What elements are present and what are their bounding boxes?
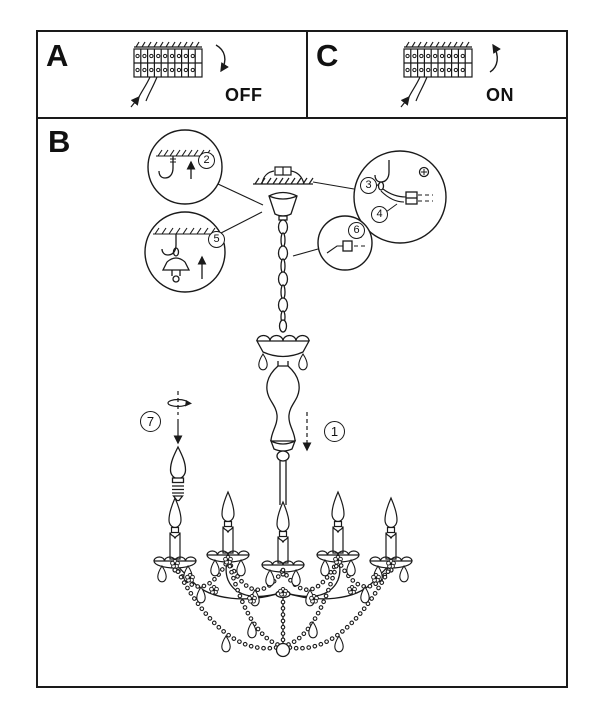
rotate-insert-arrows-7 <box>167 391 192 445</box>
power-state-on: ON <box>486 85 514 105</box>
chandelier-crown <box>255 319 311 371</box>
glass-column <box>266 361 300 505</box>
panel-a-label: A <box>46 38 69 73</box>
canopy <box>268 191 298 221</box>
callout-hang-chandelier <box>144 211 263 293</box>
step-badge-2: 2 <box>198 152 215 169</box>
ceiling-junction <box>253 166 314 185</box>
turn-off-arrow-icon <box>215 44 229 73</box>
candle-arm <box>206 491 250 567</box>
step-badge-4: 4 <box>371 206 388 223</box>
panel-c-label: C <box>316 38 339 73</box>
chandelier-arms <box>174 557 392 646</box>
bulb-illustration <box>169 445 187 502</box>
hanging-chain <box>277 219 289 324</box>
step-badge-6: 6 <box>348 222 365 239</box>
bead-swags <box>172 557 394 651</box>
ground-symbol <box>418 166 430 178</box>
breaker-illustration-c <box>401 42 472 107</box>
finial-ball <box>275 642 291 658</box>
candle-arm <box>316 491 360 567</box>
step-badge-1: 1 <box>324 421 345 442</box>
step-badge-7: 7 <box>140 411 161 432</box>
power-state-off: OFF <box>225 85 263 105</box>
panel-divider-horizontal <box>38 117 566 119</box>
candle-arm <box>261 501 305 577</box>
turn-on-arrow-icon <box>489 43 501 73</box>
step-badge-3: 3 <box>360 177 377 194</box>
step-badge-5: 5 <box>208 231 225 248</box>
chandelier-illustration <box>153 491 413 658</box>
panel-divider-vertical <box>306 32 308 117</box>
breaker-illustration-a <box>131 42 202 107</box>
panel-b-label: B <box>48 124 71 159</box>
